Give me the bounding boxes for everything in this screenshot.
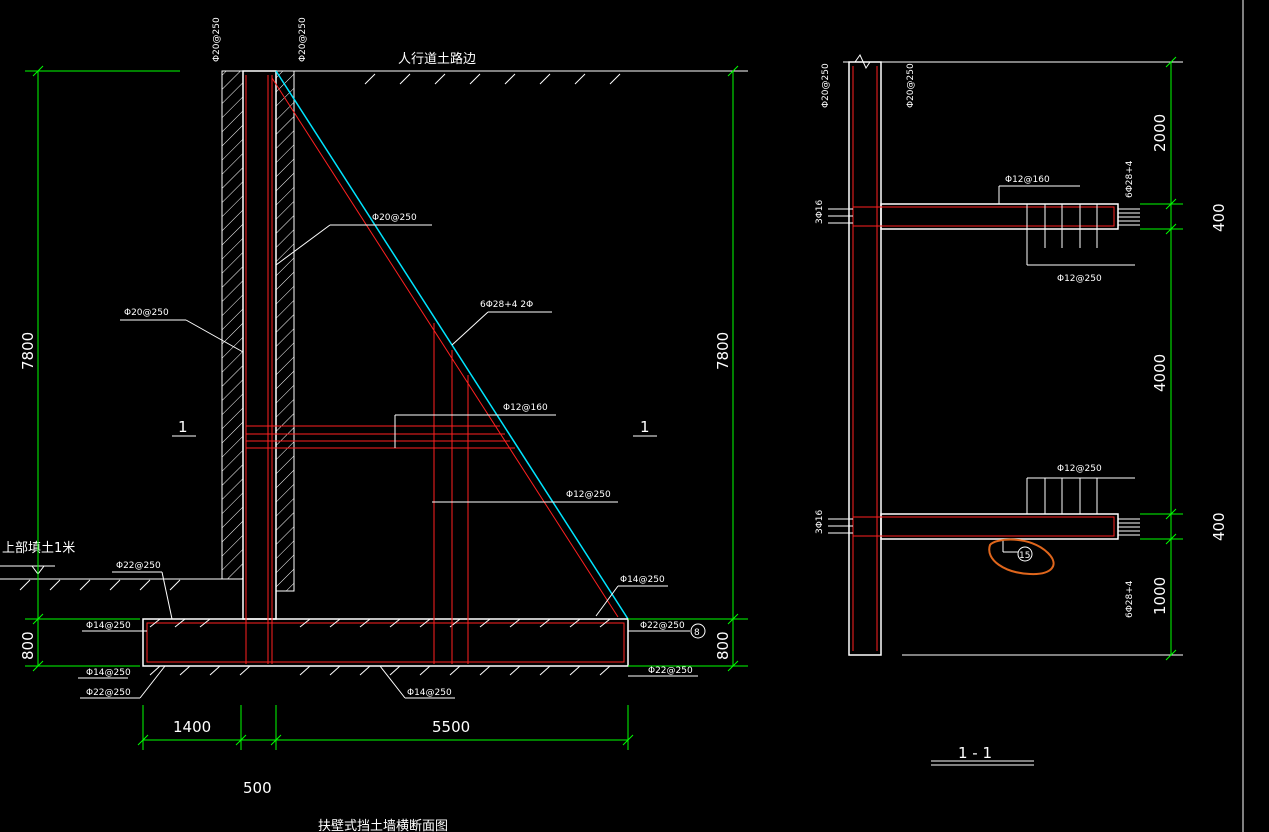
section-column <box>848 61 882 656</box>
dim-400-bottom: 400 <box>1210 512 1228 541</box>
left-fill-label: 上部填土1米 <box>2 541 75 556</box>
rebar-bottom-dist-mid: Φ14@250 <box>407 688 452 698</box>
top-rib-end-bars <box>1118 208 1140 226</box>
rebar-wall-inner: Φ20@250 <box>372 213 417 223</box>
dim-toe: 1400 <box>173 718 211 736</box>
road-ground-hatch <box>364 73 621 85</box>
top-rib-rebar <box>852 206 1115 227</box>
main-section-title: 扶壁式挡土墙横断面图 <box>318 819 448 832</box>
callout-number-main: 8 <box>694 628 700 638</box>
base-slab <box>142 618 629 667</box>
rebar-bottom-dist-left: Φ14@250 <box>86 668 131 678</box>
rebar-rib-top-250: Φ12@250 <box>1057 274 1102 284</box>
wall-hatch-left <box>221 70 244 580</box>
callout-number-section: 15 <box>1019 551 1030 561</box>
rebar-bottom-main-right: Φ22@250 <box>648 666 693 676</box>
rebar-top-left: Φ20@250 <box>212 17 222 62</box>
rebar-rib-top-160: Φ12@160 <box>1005 175 1050 185</box>
left-dimension-chain <box>25 65 180 672</box>
dim-heel: 5500 <box>432 718 470 736</box>
counterfort-horizontal-bars <box>246 425 515 449</box>
bottom-rib-stirrups <box>1026 477 1135 514</box>
counterfort-vertical-bars <box>433 323 469 664</box>
rebar-mid-h: Φ12@160 <box>503 403 548 413</box>
dim-4000: 4000 <box>1151 354 1169 392</box>
callout-circle-main <box>690 623 706 639</box>
rebar-heel-top-main: Φ22@250 <box>640 621 685 631</box>
rebar-slope: 6Φ28+4 2Φ <box>480 300 533 310</box>
section-1-1: 2000 400 4000 400 1000 Φ20@250 Φ20@250 Φ… <box>815 54 1228 766</box>
bottom-rib <box>880 513 1119 540</box>
section-dimension-chain <box>1140 56 1183 661</box>
callout-circle-section <box>1017 546 1033 562</box>
leader-bottom-dist-mid <box>379 665 406 699</box>
rebar-mid-v: Φ12@250 <box>566 490 611 500</box>
main-section: 人行道土路边 <box>0 17 748 832</box>
wall-hatch-right <box>275 70 295 592</box>
column-break-mark <box>843 54 886 70</box>
leader-heel-dist <box>595 585 619 617</box>
rebar-6phi28-top: 6Φ28+4 <box>1125 160 1135 198</box>
bottom-dimension-chain <box>137 705 634 750</box>
top-rib-stirrups <box>1026 204 1135 266</box>
wall-stem <box>242 70 277 620</box>
base-slab-rebar-cage <box>146 622 625 663</box>
top-rib <box>880 203 1119 230</box>
leader-bottom-main-left-d <box>139 665 166 699</box>
top-road-label: 人行道土路边 <box>398 51 476 67</box>
bottom-rib-rebar <box>852 516 1115 537</box>
dim-height-right: 7800 <box>714 332 732 370</box>
rebar-6phi28-bottom: 6Φ28+4 <box>1125 580 1135 618</box>
right-dimension-chain <box>628 65 748 672</box>
dim-height-left: 7800 <box>19 332 37 370</box>
dim-base-right: 800 <box>714 631 732 660</box>
base-slab-hatch-bottom <box>149 665 611 676</box>
section-mark-left: 1 <box>178 418 188 436</box>
dim-2000: 2000 <box>1151 114 1169 152</box>
rebar-left-top: Φ20@250 <box>821 63 831 108</box>
highlight-mark[interactable] <box>988 538 1055 576</box>
rebar-toe-dist: Φ14@250 <box>86 621 131 631</box>
rebar-right-top: Φ20@250 <box>906 63 916 108</box>
section-mark-right: 1 <box>640 418 650 436</box>
rebar-top-right: Φ20@250 <box>298 17 308 62</box>
section-title: 1 - 1 <box>958 744 992 762</box>
rebar-3phi16-top: 3Φ16 <box>815 199 825 224</box>
dim-base-left: 800 <box>19 631 37 660</box>
rebar-rib-bottom-250: Φ12@250 <box>1057 464 1102 474</box>
dim-wall: 500 <box>243 779 272 797</box>
rebar-wall-outer: Φ20@250 <box>124 308 169 318</box>
leader-wall-inner <box>275 224 331 266</box>
leader-slope <box>451 311 489 346</box>
left-ground-hatch <box>19 579 181 591</box>
rebar-toe-top: Φ22@250 <box>116 561 161 571</box>
counterfort-slope-rebar <box>271 77 619 618</box>
rebar-heel-top-dist: Φ14@250 <box>620 575 665 585</box>
rebar-bottom-main-left: Φ22@250 <box>86 688 131 698</box>
dim-400-top: 400 <box>1210 203 1228 232</box>
top-rib-left-bars <box>828 208 853 224</box>
rebar-3phi16-bottom: 3Φ16 <box>815 509 825 534</box>
dim-1000: 1000 <box>1151 577 1169 615</box>
bottom-rib-left-bars <box>828 518 853 534</box>
bottom-rib-end-bars <box>1118 518 1140 536</box>
leader-toe-top-d <box>161 571 173 620</box>
leader-wall-outer-d <box>185 319 244 353</box>
